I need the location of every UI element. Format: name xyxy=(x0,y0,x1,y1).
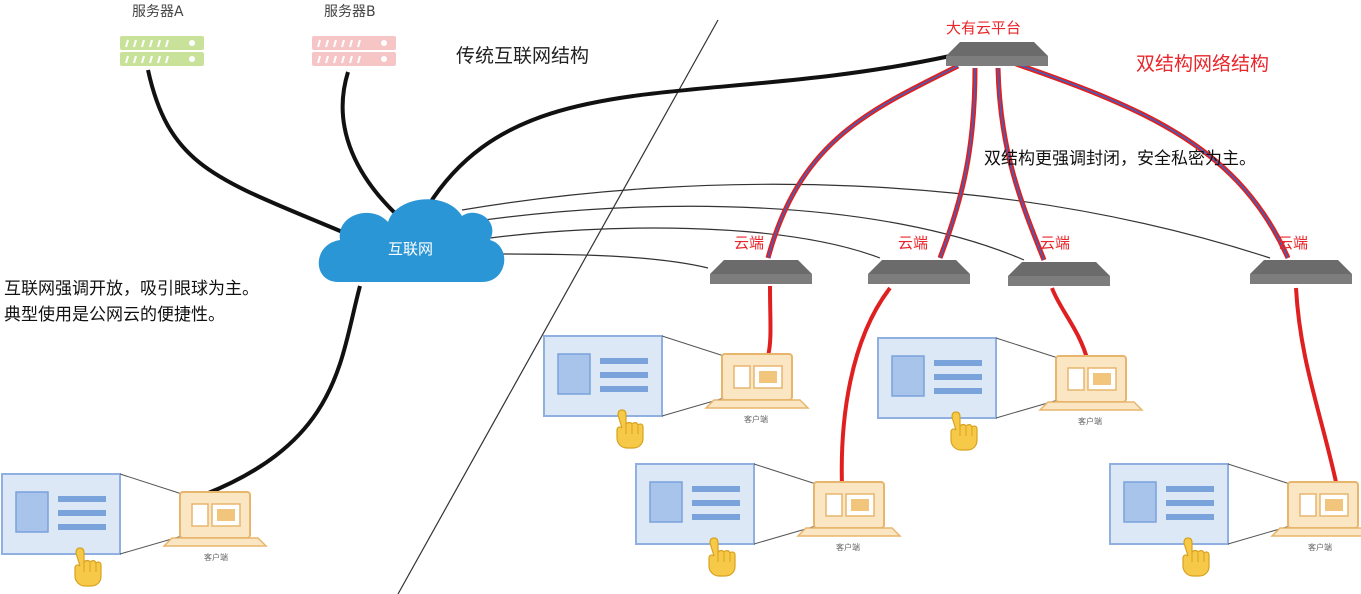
link-server-a xyxy=(146,69,353,238)
cloud-node-label-4: 云端 xyxy=(1278,234,1308,252)
client-label-5: 客户端 xyxy=(1308,542,1332,552)
cloud-node-label-1: 云端 xyxy=(734,234,764,252)
thin-link-1 xyxy=(489,253,709,269)
cloud-node-switch-icon-4 xyxy=(1250,260,1352,284)
server-a-label: 服务器A xyxy=(132,4,184,20)
link-internet-platform xyxy=(426,54,951,208)
server-a-icon xyxy=(120,36,204,66)
left-note-line1: 互联网强调开放，吸引眼球为主。 xyxy=(4,279,259,299)
platform-switch-icon xyxy=(946,42,1048,66)
client-links xyxy=(766,285,1338,487)
dual-title: 双结构网络结构 xyxy=(1136,53,1269,75)
server-b-icon xyxy=(312,36,396,66)
cloud-node-label-3: 云端 xyxy=(1040,234,1070,252)
divider-line xyxy=(397,19,719,594)
client-unit-1 xyxy=(1,473,267,587)
left-note-line2: 典型使用是公网云的便捷性。 xyxy=(4,304,225,325)
right-note: 双结构更强调封闭，安全私密为主。 xyxy=(984,149,1256,169)
server-b-label: 服务器B xyxy=(324,4,376,20)
cloud-icon xyxy=(318,199,505,282)
thin-link-3 xyxy=(469,205,1025,261)
client-unit-4 xyxy=(635,463,901,577)
cloud-node-switch-icon-2 xyxy=(868,260,970,284)
client-unit-3 xyxy=(877,337,1143,451)
client-label-1: 客户端 xyxy=(204,552,228,562)
client-label-3: 客户端 xyxy=(1078,416,1102,426)
link-internet-client xyxy=(205,285,362,496)
thin-link-4 xyxy=(461,183,1271,259)
link-server-b xyxy=(340,71,400,218)
cloud-node-switch-icon-1 xyxy=(710,260,812,284)
platform-label: 大有云平台 xyxy=(946,19,1021,37)
secure-links xyxy=(765,61,1291,261)
traditional-title: 传统互联网结构 xyxy=(456,45,589,67)
thin-link-2 xyxy=(489,227,881,259)
client-label-4: 客户端 xyxy=(836,542,860,552)
client-label-2: 客户端 xyxy=(744,414,768,424)
client-unit-5 xyxy=(1109,463,1361,577)
cloud-node-switch-icon-3 xyxy=(1008,262,1110,286)
internet-label: 互联网 xyxy=(388,240,433,258)
cloud-node-label-2: 云端 xyxy=(898,234,928,252)
